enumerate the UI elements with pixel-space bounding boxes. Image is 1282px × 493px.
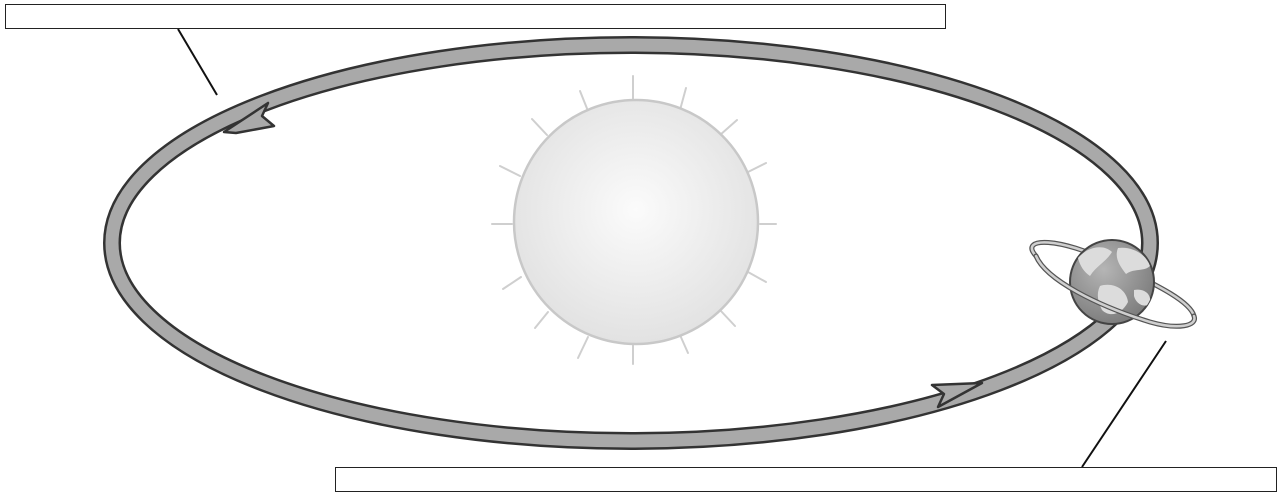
- label-box-top[interactable]: [5, 4, 946, 29]
- label-box-bottom[interactable]: [335, 467, 1277, 492]
- sun-icon: [492, 76, 776, 364]
- leader-line-bottom: [1082, 341, 1166, 467]
- earth-globe-icon: [1032, 240, 1195, 326]
- leader-line-top: [178, 29, 217, 95]
